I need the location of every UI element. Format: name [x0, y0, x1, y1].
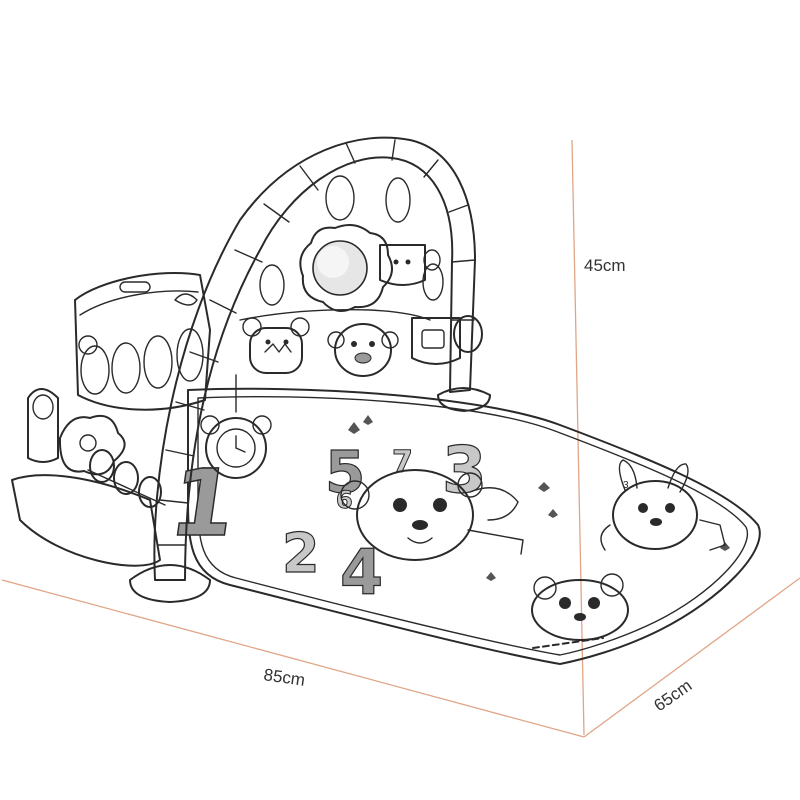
arch-segments: [157, 139, 476, 546]
cup-toy: [379, 244, 441, 286]
clock-icon: [200, 374, 272, 479]
mug-toy: [411, 315, 483, 365]
width-dimension-line: [583, 577, 800, 738]
lion-face-icon: [78, 335, 98, 355]
number-three: 3: [442, 434, 487, 508]
monkey-face-icon: [327, 323, 399, 377]
width-label: 65cm: [650, 676, 695, 715]
bead-toy: [87, 449, 166, 508]
length-label: 85cm: [262, 665, 306, 690]
arch-foot-right: [437, 387, 491, 412]
number-six: 6: [336, 486, 353, 514]
height-dimension-line: [571, 139, 585, 736]
dimension-lines: [1, 139, 800, 738]
piano-panel: [11, 272, 211, 567]
hanging-toys: [200, 175, 483, 479]
number-two: 2: [282, 522, 320, 585]
flower-toy: [58, 414, 126, 476]
arch-foot-left: [129, 564, 211, 603]
play-mat: 1 5 7 3 2 6 4: [163, 387, 761, 665]
mat-numbers: 1 5 7 3 2 6 4: [163, 433, 487, 609]
bunny-face-icon: 3: [600, 459, 726, 551]
bunny-tag-label: 3: [623, 480, 629, 491]
raccoon-face-icon: [531, 573, 629, 649]
number-one: 1: [164, 449, 243, 556]
lion-face-icon: [340, 469, 524, 561]
length-dimension-line: [1, 579, 585, 738]
mirror-icon: [299, 223, 393, 312]
height-label: 45cm: [584, 256, 626, 275]
cat-face-icon: [242, 317, 310, 374]
piano-keys: [80, 328, 204, 395]
mat-outline: [187, 387, 761, 665]
number-five: 5: [325, 438, 365, 506]
play-arch: [129, 136, 491, 603]
number-four: 4: [340, 536, 383, 609]
mat-inner-edge: [197, 396, 749, 656]
leaf-icon: [348, 415, 730, 581]
number-seven: 7: [392, 445, 413, 480]
